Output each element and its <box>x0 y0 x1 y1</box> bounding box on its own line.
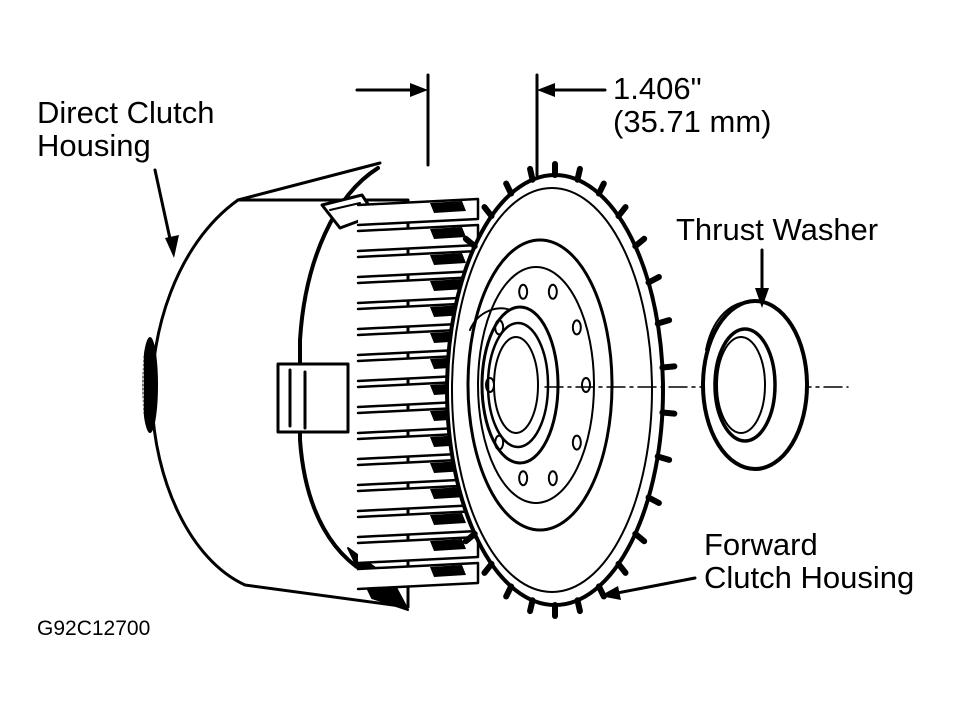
lug-tooth <box>645 274 662 286</box>
lug-tooth <box>574 165 583 183</box>
outer-lug-teeth <box>462 161 678 619</box>
lug-tooth <box>503 180 515 197</box>
bolt-hole <box>518 283 529 300</box>
lug-tooth <box>632 530 648 545</box>
dimension-label: 1.406" (35.71 mm) <box>613 72 771 139</box>
spline-tooth <box>356 509 480 539</box>
lug-tooth <box>462 235 478 250</box>
spline-tooth <box>356 535 480 565</box>
thrust-washer <box>701 299 809 471</box>
lug-tooth <box>462 530 478 545</box>
lug-tooth <box>659 363 678 371</box>
lug-tooth <box>527 165 536 183</box>
bolt-hole <box>547 470 558 487</box>
forward-clutch-label-line2: Clutch Housing <box>704 560 915 596</box>
figure-code: G92C12700 <box>37 617 151 640</box>
forward-clutch-label-line1: Forward <box>704 527 818 562</box>
thrust-washer-label: Thrust Washer <box>676 212 879 247</box>
lug-tooth <box>595 180 607 197</box>
forward-clutch-housing <box>445 161 678 619</box>
spline-tooth <box>356 457 480 487</box>
lug-tooth <box>574 597 583 615</box>
lug-tooth <box>527 597 536 615</box>
spline-tooth <box>356 561 480 591</box>
lug-tooth <box>645 494 662 506</box>
lug-tooth <box>654 453 673 463</box>
spline-tooth <box>356 223 480 253</box>
spline-tooth <box>356 275 480 305</box>
bolt-hole <box>547 283 558 300</box>
lug-tooth <box>503 583 515 600</box>
bolt-hole <box>571 319 582 336</box>
leader-arrows <box>153 168 769 600</box>
spline-tooth <box>356 249 480 279</box>
bolt-hole <box>581 377 591 393</box>
forward-clutch-housing-label: Forward Clutch Housing <box>704 528 914 595</box>
direct-clutch-label-line2: Housing <box>37 128 151 164</box>
lug-tooth <box>615 560 629 576</box>
lug-tooth <box>481 560 495 576</box>
bolt-hole <box>571 434 582 451</box>
direct-clutch-housing-label: Direct Clutch Housing <box>37 96 214 163</box>
direct-clutch-label-line1: Direct Clutch <box>37 95 215 130</box>
spline-tooth <box>356 197 480 227</box>
lug-tooth <box>615 204 629 220</box>
lug-tooth <box>654 317 673 327</box>
lug-tooth <box>632 235 648 250</box>
lug-tooth <box>659 409 678 417</box>
spline-tooth <box>356 301 480 331</box>
dimension-indicator <box>355 73 607 177</box>
dimension-inches: 1.406" <box>613 71 702 106</box>
lug-tooth <box>481 204 495 220</box>
bolt-holes <box>485 283 591 487</box>
dimension-millimeters: (35.71 mm) <box>613 104 772 140</box>
bolt-hole <box>518 470 529 487</box>
